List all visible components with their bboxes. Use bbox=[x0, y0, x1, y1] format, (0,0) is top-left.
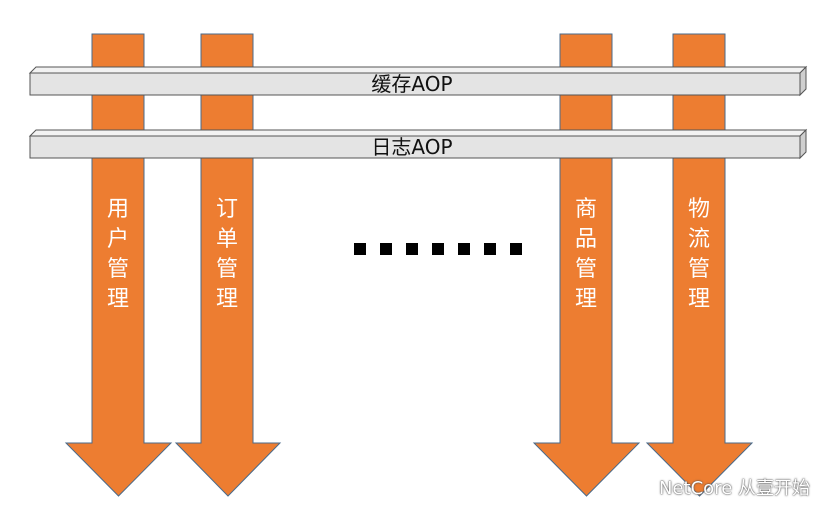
ellipsis-dots bbox=[354, 243, 522, 255]
cache-aop-bar bbox=[28, 65, 808, 97]
ellipsis-square bbox=[510, 243, 522, 255]
watermark: NetCore 从壹开始 bbox=[631, 474, 810, 500]
ellipsis-square bbox=[354, 243, 366, 255]
user-arrow bbox=[64, 33, 173, 497]
ellipsis-square bbox=[406, 243, 418, 255]
logistics-arrow bbox=[645, 33, 754, 497]
order-arrow bbox=[174, 33, 282, 497]
cache-aop-label: 缓存AOP bbox=[371, 72, 453, 96]
watermark-text: NetCore 从壹开始 bbox=[659, 478, 810, 499]
log-aop-label: 日志AOP bbox=[371, 135, 453, 159]
ellipsis-square bbox=[380, 243, 392, 255]
product-arrow bbox=[532, 33, 641, 497]
log-aop-bar bbox=[28, 128, 808, 160]
ellipsis-square bbox=[484, 243, 496, 255]
ellipsis-square bbox=[458, 243, 470, 255]
wechat-icon bbox=[631, 478, 653, 496]
ellipsis-square bbox=[432, 243, 444, 255]
